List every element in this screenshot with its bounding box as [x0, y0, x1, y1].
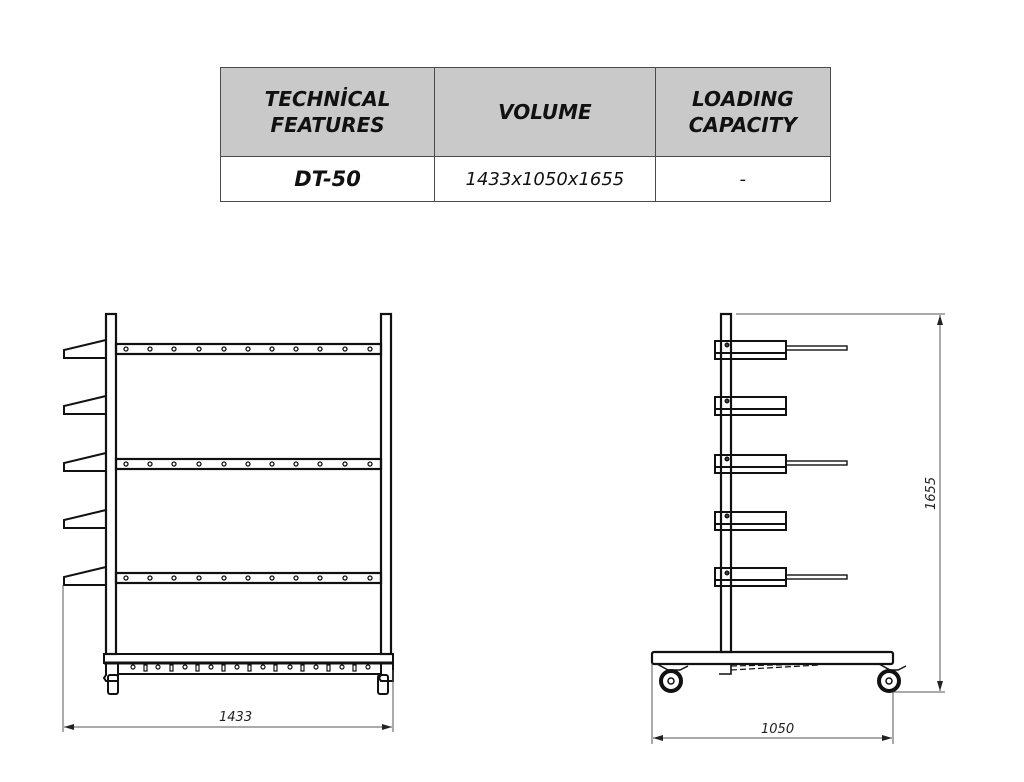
table-header-row: TECHNİCAL FEATURES VOLUME LOADING CAPACI…	[219, 67, 832, 157]
header-technical-features: TECHNİCAL FEATURES	[219, 67, 436, 157]
side-post	[719, 312, 733, 654]
technical-features-table: TECHNİCAL FEATURES VOLUME LOADING CAPACI…	[219, 67, 832, 202]
depth-dimension-label: 1050	[761, 722, 794, 737]
header-line: VOLUME	[498, 100, 592, 124]
header-loading-capacity: LOADING CAPACITY	[654, 67, 832, 157]
header-volume: VOLUME	[434, 67, 656, 157]
volume-cell: 1433x1050x1655	[434, 156, 656, 202]
model-cell: DT-50	[219, 156, 436, 202]
front-base	[103, 653, 394, 675]
side-base	[650, 650, 895, 675]
header-line: CAPACITY	[688, 113, 797, 137]
shelf-pegs	[123, 346, 373, 581]
depth-dimension	[651, 664, 894, 744]
loading-capacity-cell: -	[654, 156, 832, 202]
header-line: FEATURES	[270, 113, 385, 137]
front-view	[63, 312, 394, 695]
side-brackets	[63, 339, 107, 586]
front-shelves	[114, 342, 383, 585]
side-casters	[656, 663, 907, 693]
table-row: DT-50 1433x1050x1655 -	[219, 156, 832, 202]
base-pegs	[130, 664, 371, 672]
front-casters	[102, 663, 394, 695]
width-dimension-label: 1433	[219, 710, 252, 725]
header-line: TECHNİCAL	[264, 87, 391, 111]
side-view	[650, 312, 907, 693]
width-dimension	[62, 585, 394, 732]
height-dimension-label: 1655	[924, 477, 939, 510]
side-arms	[714, 340, 848, 587]
left-upright	[104, 312, 118, 656]
right-upright	[379, 312, 393, 656]
height-dimension	[736, 313, 945, 693]
header-line: LOADING	[691, 87, 794, 111]
